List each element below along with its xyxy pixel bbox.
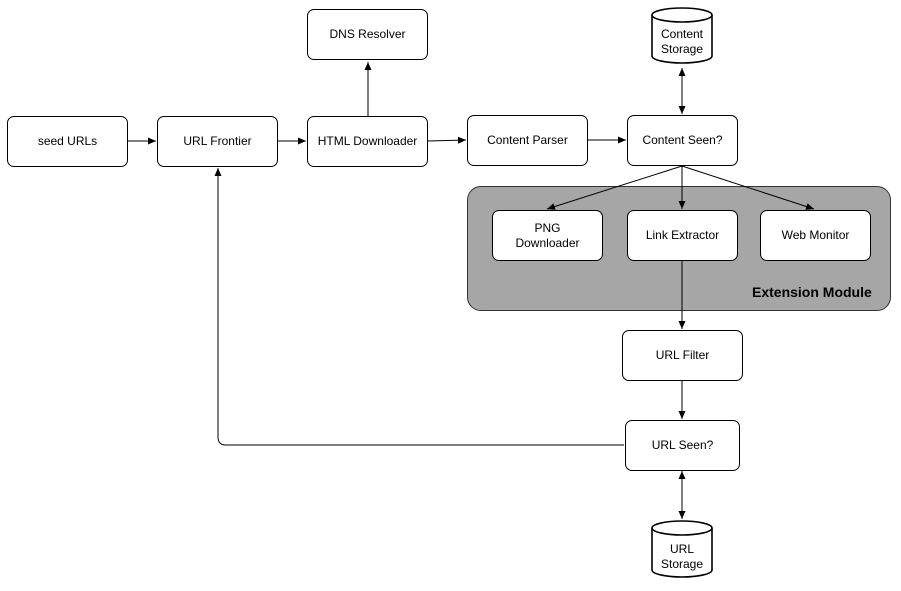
seed-urls-label: seed URLs bbox=[37, 134, 98, 148]
edge-seen-to-monitor bbox=[681, 165, 815, 210]
web-monitor-node: Web Monitor bbox=[760, 210, 871, 261]
link-extractor-node: Link Extractor bbox=[627, 210, 738, 261]
url-frontier-node: URL Frontier bbox=[157, 116, 278, 167]
url-frontier-label: URL Frontier bbox=[183, 134, 252, 148]
url-seen-node: URL Seen? bbox=[625, 420, 740, 471]
content-storage-label: Content Storage bbox=[660, 27, 704, 56]
url-filter-node: URL Filter bbox=[622, 330, 743, 381]
seed-urls-node: seed URLs bbox=[7, 116, 128, 167]
web-monitor-label: Web Monitor bbox=[781, 228, 850, 242]
content-seen-label: Content Seen? bbox=[642, 133, 723, 147]
url-storage-cylinder bbox=[651, 520, 713, 578]
png-downloader-label: PNG Downloader bbox=[515, 220, 580, 250]
url-seen-label: URL Seen? bbox=[651, 438, 714, 452]
content-parser-node: Content Parser bbox=[467, 115, 588, 166]
url-storage-label: URL Storage bbox=[660, 542, 704, 571]
content-parser-label: Content Parser bbox=[487, 133, 568, 147]
dns-resolver-label: DNS Resolver bbox=[329, 27, 406, 41]
link-extractor-label: Link Extractor bbox=[645, 228, 720, 242]
png-downloader-node: PNG Downloader bbox=[492, 210, 603, 261]
extension-module-label: Extension Module bbox=[752, 284, 872, 300]
url-filter-label: URL Filter bbox=[655, 348, 710, 362]
dns-resolver-node: DNS Resolver bbox=[307, 9, 428, 60]
edge-downloader-to-parser bbox=[427, 136, 467, 144]
edge-seen-to-png bbox=[546, 165, 683, 210]
html-downloader-label: HTML Downloader bbox=[317, 134, 418, 148]
content-seen-node: Content Seen? bbox=[627, 115, 738, 166]
edge-urlseen-to-frontier bbox=[214, 168, 624, 446]
html-downloader-node: HTML Downloader bbox=[307, 116, 428, 167]
content-storage-cylinder bbox=[651, 7, 713, 64]
